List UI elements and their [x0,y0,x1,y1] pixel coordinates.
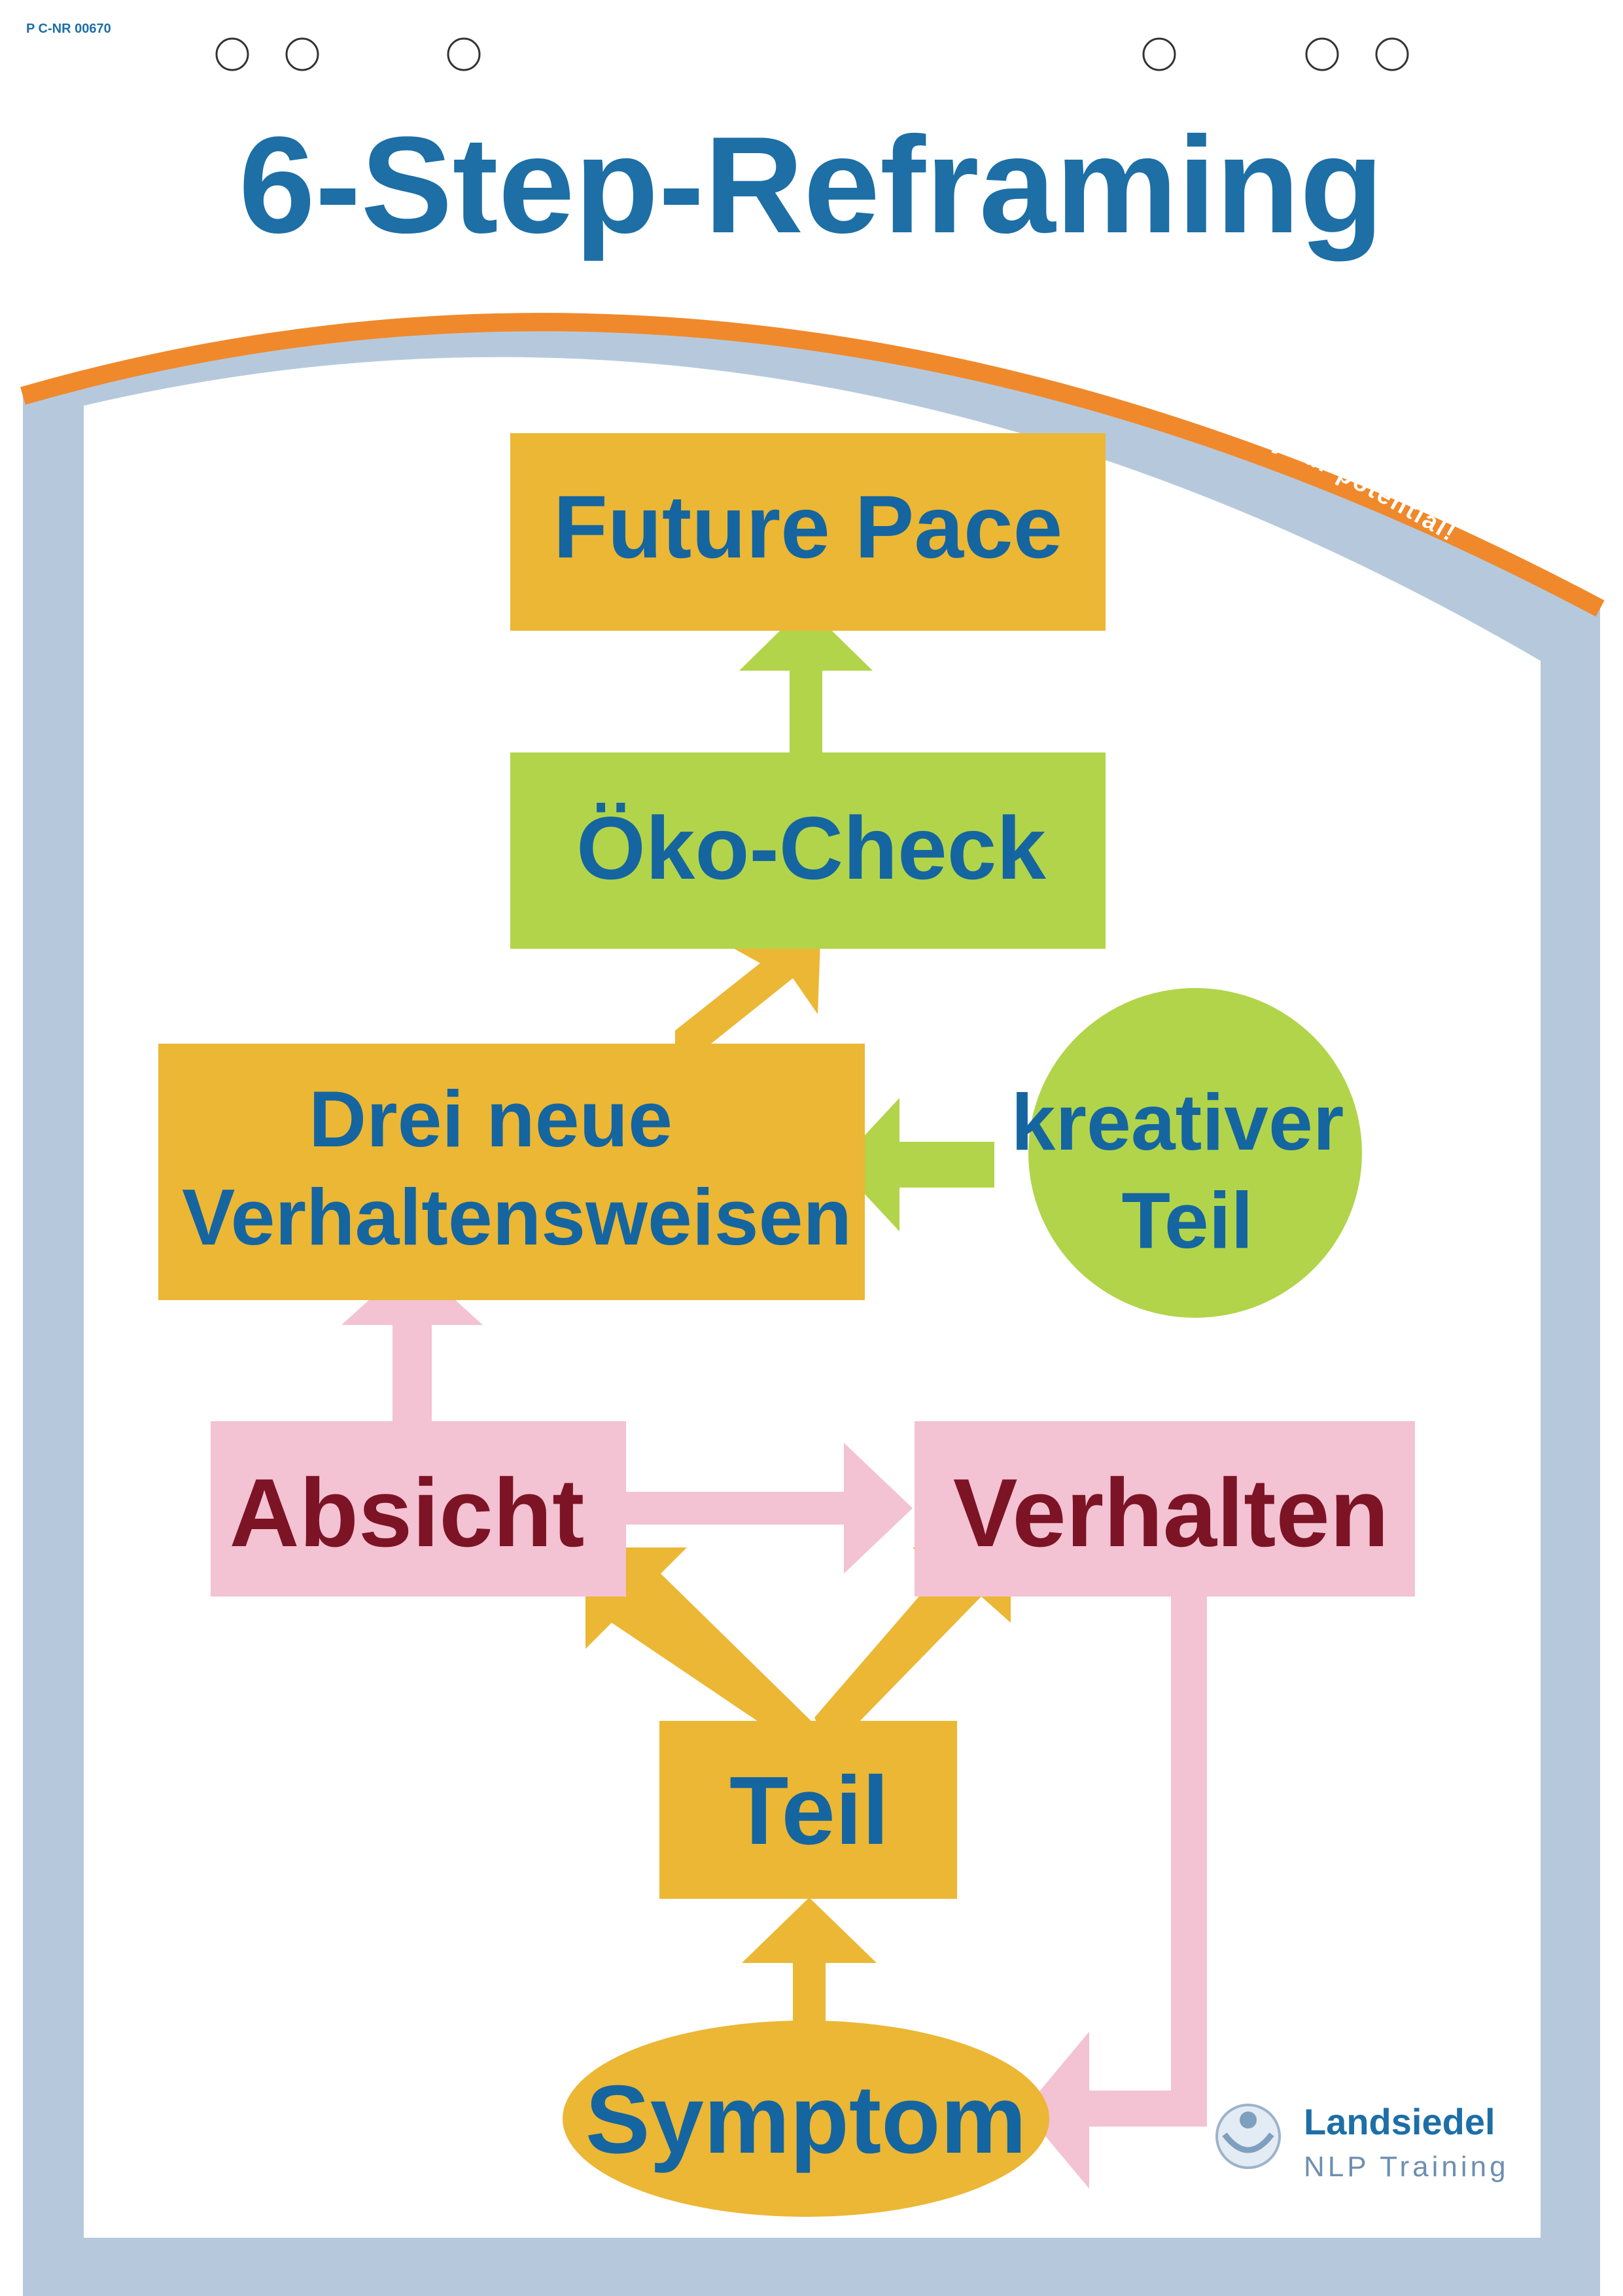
node-label-line1: kreativer [1011,1078,1344,1167]
punch-hole [215,37,249,71]
orange-arc [20,313,1605,617]
node-label-line2: Verhaltensweisen [182,1173,852,1262]
arrow-kreativer-to-drei [837,1098,994,1231]
punch-holes [215,37,1409,71]
node-absicht: Absicht [211,1421,626,1597]
punch-hole [1375,37,1409,71]
node-label: Öko-Check [576,798,1046,898]
logo-icon [1215,2104,1281,2169]
punch-hole [285,37,319,71]
punch-hole [1142,37,1176,71]
node-teil: Teil [659,1721,957,1899]
node-drei-neue-verhaltensweisen: Drei neue Verhaltensweisen [158,1044,865,1300]
node-label-line2: Teil [1121,1176,1253,1265]
logo-name: Landsiedel [1304,2101,1495,2142]
node-verhalten: Verhalten [915,1421,1415,1597]
arrow-teil-to-absicht [585,1547,814,1724]
arrow-symptom-to-teil [742,1898,877,2028]
poster-code: P C-NR 00670 [26,22,111,36]
node-symptom: Symptom [563,2021,1049,2217]
node-label: Verhalten [953,1459,1389,1567]
logo-subtitle: NLP Training [1304,2151,1509,2183]
node-oeko-check: Öko-Check [510,752,1106,949]
punch-hole [1305,37,1339,71]
page-title: 6-Step-Reframing [239,108,1384,262]
arrow-drei-to-oeko [675,923,821,1044]
node-kreativer-teil: kreativer Teil [1011,988,1362,1318]
node-label-line1: Drei neue [309,1074,672,1163]
arrow-oeko-to-future [739,605,873,752]
arrow-absicht-to-verhalten [625,1443,913,1574]
node-future-pace: Future Pace [510,433,1106,631]
node-label: Symptom [585,2066,1026,2174]
landsiedel-logo: Landsiedel NLP Training [1215,2101,1509,2183]
node-label: Teil [729,1757,889,1865]
arrow-absicht-to-drei [341,1261,483,1423]
punch-hole [447,37,481,71]
node-label: Absicht [230,1459,585,1567]
arrow-verhalten-to-symptom [1024,1597,1207,2189]
node-label: Future Pace [553,477,1062,576]
